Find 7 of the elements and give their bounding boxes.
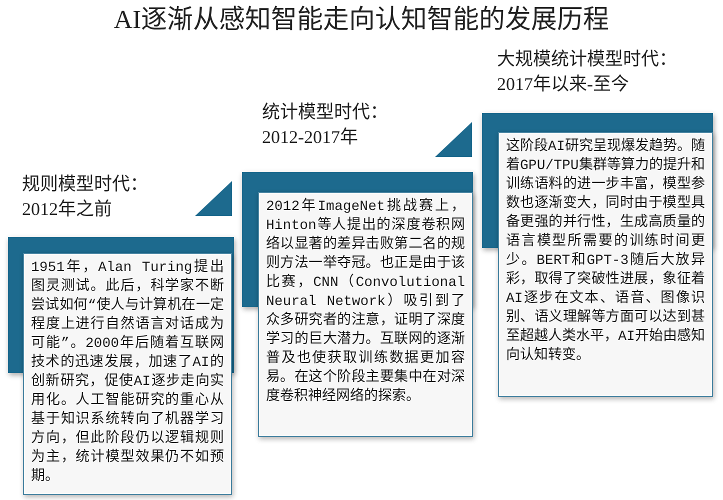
diagram-title: AI逐渐从感知智能走向认知智能的发展历程	[114, 5, 610, 35]
stage-heading: 大规模统计模型时代：2017年以来-至今	[497, 48, 678, 96]
stage-heading: 规则模型时代：2012年之前	[22, 173, 149, 221]
description-text: 1951年，Alan Turing提出图灵测试。此后，科学家不断尝试如何“使人与计算机在一定程度上进行自然语言对话成为可能”。2000年后随着互联网技术的迅速发展，加速了AI的创新研究，促使AI逐步走向实用化。人工智能研究的重心从基于知识系统转向了机器学习方向，但此阶段仍以逻辑规则为主，统计模型效果仍不如预期。	[31, 259, 224, 487]
stage-heading: 统计模型时代：2012-2017年	[262, 101, 389, 149]
description-text: 这阶段AI研究呈现爆发趋势。随着GPU/TPU集群等算力的提升和训练语料的进一步丰富，模型参数也逐渐变大，同时由于模型具备更强的并行性，生成高质量的语言模型所需要的训练时间更少。BERT和GPT-3随后大放异彩，取得了突破性进展，象征着AI逐步在文本、语音、图像识别、语义理解等方面可以达到甚至超越人类水平，AI开始由感知向认知转变。	[506, 138, 705, 366]
description-text: 2012年ImageNet挑战赛上，Hinton等人提出的深度卷积网络以显著的差异击败第二名的规则方法一举夺冠。也正是由于该比赛，CNN（Convolutional Neural Network）吸引到了众多研究者的注意，证明了深度学习的巨大潜力。互联网的逐渐普及也使获取训练数据更加容易。在这个阶段主要集中在对深度卷积神经网络的探索。	[266, 198, 465, 407]
